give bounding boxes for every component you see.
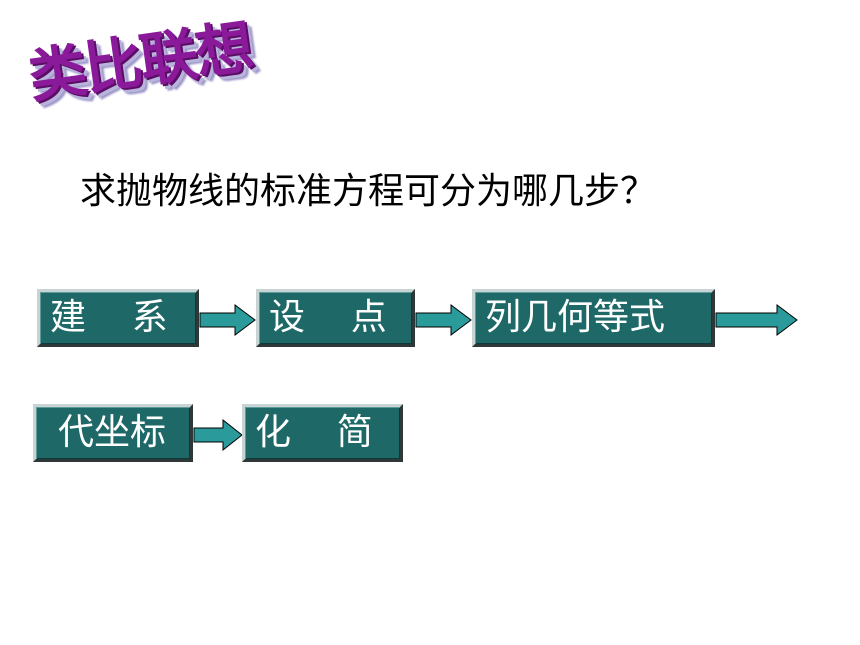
arrow-right-icon <box>199 304 256 336</box>
arrow-right-icon <box>715 304 798 336</box>
step-box-substitute-coordinates: 代坐标 <box>33 404 193 462</box>
step-box-jianxi: 建 系 <box>37 289 199 347</box>
question-text: 求抛物线的标准方程可分为哪几步？ <box>80 171 657 212</box>
arrow-right-icon <box>193 419 243 451</box>
step-box-simplify: 化 简 <box>242 404 403 462</box>
step-box-shedian: 设 点 <box>256 289 415 347</box>
step-box-geometric-equation: 列几何等式 <box>472 289 715 347</box>
arrow-right-icon <box>415 304 472 336</box>
slide-title: 类比联想 <box>24 12 256 112</box>
